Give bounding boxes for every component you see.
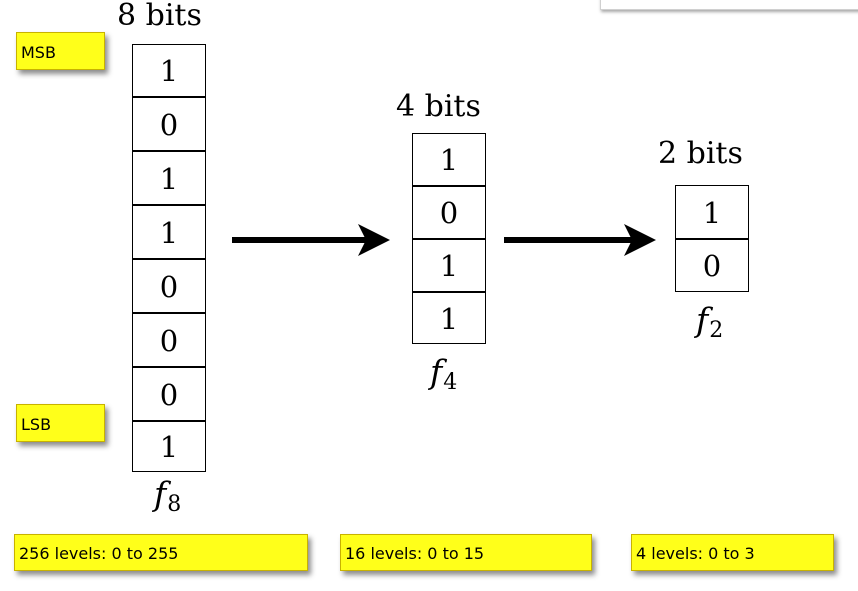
lsb-tag: LSB (16, 404, 105, 442)
bit-cell: 1 (132, 421, 206, 472)
levels-tag-8bit: 256 levels: 0 to 255 (14, 534, 308, 571)
bit-cell: 0 (132, 313, 206, 367)
bit-cell: 0 (412, 186, 486, 239)
bit-cell: 1 (412, 239, 486, 292)
levels-tag-2bit: 4 levels: 0 to 3 (631, 534, 834, 571)
bit-cell: 0 (675, 239, 749, 292)
bit-cell: 1 (675, 185, 749, 239)
right-arrow-icon (504, 224, 656, 256)
levels-tag-4bit: 16 levels: 0 to 15 (340, 534, 592, 571)
right-arrow-icon (232, 224, 390, 256)
stack-8-title: 8 bits (117, 0, 202, 33)
function-label-f4: f4 (430, 352, 458, 395)
bit-cell: 1 (412, 133, 486, 186)
bit-cell: 0 (132, 259, 206, 313)
bit-cell: 1 (132, 151, 206, 205)
bit-cell: 1 (412, 292, 486, 344)
stack-4-title: 4 bits (396, 89, 481, 124)
stack-2-title: 2 bits (658, 136, 743, 171)
corner-note-box (600, 0, 858, 10)
function-label-f2: f2 (696, 300, 724, 343)
function-label-f8: f8 (154, 474, 182, 517)
bit-cell: 1 (132, 205, 206, 259)
bit-cell: 0 (132, 367, 206, 421)
bit-cell: 0 (132, 97, 206, 151)
msb-tag: MSB (16, 32, 105, 70)
bit-cell: 1 (132, 44, 206, 97)
